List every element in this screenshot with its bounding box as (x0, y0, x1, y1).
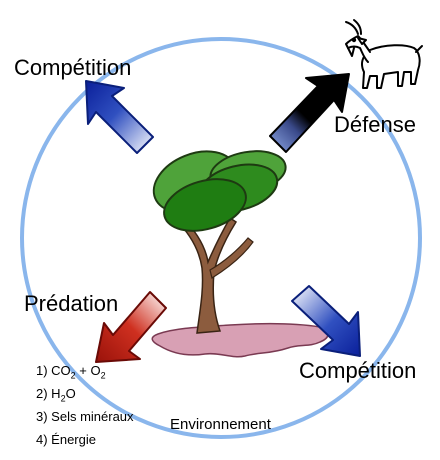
environment-circle (20, 37, 422, 439)
tree-icon (152, 150, 287, 334)
resource-item-4: 4) Énergie (36, 432, 96, 447)
competition-arrow-bottom (291, 285, 361, 357)
predation-arrow (95, 291, 167, 363)
environment-label: Environnement (170, 416, 271, 433)
competition-label-bottom: Compétition (299, 358, 417, 383)
defense-arrow (269, 73, 350, 153)
soil-icon (151, 322, 329, 358)
predation-label: Prédation (24, 291, 119, 316)
competition-arrow-top (85, 80, 154, 154)
resource-item-2: 2) H2O (36, 386, 76, 404)
defense-label: Défense (334, 112, 416, 137)
goat-icon (345, 19, 423, 89)
resource-list: 1) CO2 + O2 2) H2O 3) Sels minéraux 4) É… (36, 364, 134, 456)
competition-label-top: Compétition (14, 55, 132, 80)
resource-item-1: 1) CO2 + O2 (36, 363, 106, 381)
resource-item-3: 3) Sels minéraux (36, 409, 134, 424)
